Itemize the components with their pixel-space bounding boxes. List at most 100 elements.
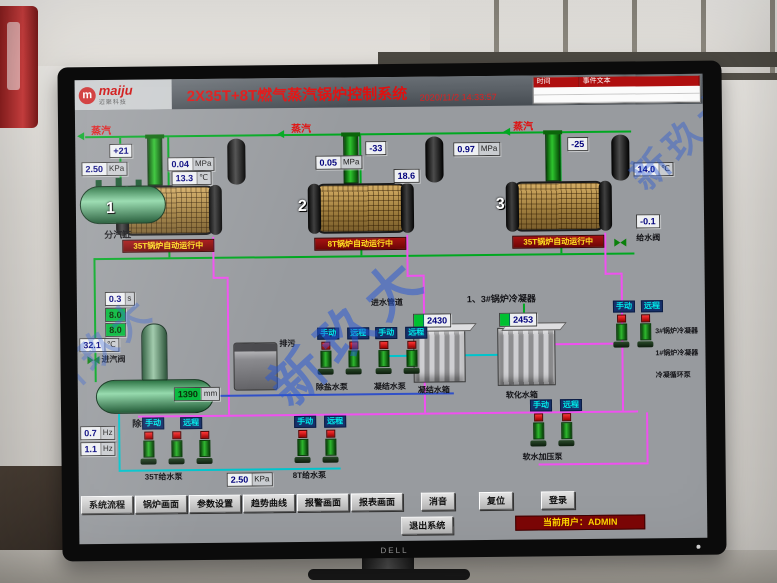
btn-report-screen[interactable]: 报表画面	[350, 492, 404, 512]
pump-icon[interactable]	[168, 431, 185, 467]
valve-icon[interactable]	[87, 356, 100, 365]
manual-button[interactable]: 手动	[529, 399, 553, 412]
flow-arrow-icon	[77, 132, 85, 141]
gauge-deaerator-press-b: 8.0	[105, 322, 126, 338]
gauge-value: 0.97	[454, 143, 478, 156]
monitor-stand-base	[308, 569, 470, 580]
remote-button[interactable]: 远程	[180, 416, 203, 430]
boiler3-stack	[545, 133, 561, 182]
manual-button[interactable]: 手动	[375, 326, 398, 340]
steam-cylinder-tank[interactable]	[79, 185, 167, 225]
btn-mute[interactable]: 消音	[420, 492, 456, 511]
pipe	[555, 342, 614, 346]
heat-exchanger	[233, 342, 278, 391]
pump-body	[347, 350, 360, 368]
remote-button[interactable]: 远程	[324, 415, 347, 428]
pump35-label: 35T给水泵	[144, 472, 183, 482]
gauge-soft-tank-level: 2453	[499, 312, 538, 327]
gauge-b3-temp: 14.0℃	[633, 162, 674, 177]
condenser-13-label: 1、3#锅炉冷凝器	[466, 293, 536, 305]
pump-icon[interactable]	[322, 429, 339, 466]
inlet-pipe-label: 进水管道	[370, 297, 403, 308]
pump-motor	[143, 431, 153, 440]
alarm-col-event: 事件文本	[579, 75, 700, 88]
pump-motor	[640, 314, 650, 323]
pump-icon[interactable]	[294, 429, 311, 466]
pipe	[604, 232, 607, 275]
brand-logo: m maiju 迈聚科技	[74, 79, 172, 111]
soft-tank[interactable]	[497, 327, 556, 386]
level-indicator	[414, 314, 425, 327]
pump-body	[615, 323, 627, 341]
pump-body	[198, 439, 211, 458]
pipe	[538, 462, 649, 466]
btn-login[interactable]: 登录	[540, 491, 576, 510]
gauge-value: +21	[110, 144, 132, 157]
btn-trend-curve[interactable]: 趋势曲线	[242, 494, 296, 513]
pump-body	[532, 422, 544, 440]
pump-body	[142, 440, 155, 458]
gauge-deaerator-temp: 32.1℃	[79, 337, 119, 353]
level-indicator	[500, 313, 511, 326]
pump-icon[interactable]	[530, 413, 547, 449]
monitor: m maiju 迈聚科技 2X35T+8T燃气蒸汽锅炉控制系统 2020/11/…	[57, 60, 727, 562]
pump-icon[interactable]	[375, 341, 392, 377]
pump-icon[interactable]	[317, 341, 334, 378]
gauge-b1-temp: 13.3℃	[171, 170, 212, 186]
pump-body	[405, 349, 418, 367]
pump-base	[294, 456, 311, 464]
monitor-brand-logo: DELL	[380, 545, 409, 556]
btn-alarm-screen[interactable]: 报警画面	[296, 493, 350, 513]
remote-button[interactable]: 远程	[347, 327, 370, 340]
remote-button[interactable]: 远程	[640, 300, 664, 313]
manual-button[interactable]: 手动	[294, 415, 317, 429]
btn-system-flow[interactable]: 系统流程	[80, 495, 134, 515]
pump-body	[170, 440, 183, 458]
boiler2-vessel[interactable]	[315, 182, 407, 234]
gauge-unit: ℃	[103, 338, 118, 352]
pump-motor	[325, 429, 335, 438]
pipe	[465, 353, 498, 357]
btn-boiler-screen[interactable]: 锅炉画面	[134, 495, 188, 514]
gauge-value: 0.3	[105, 292, 125, 305]
pump-icon[interactable]	[345, 341, 362, 377]
alarm-table-header: 时间 事件文本	[533, 75, 700, 88]
btn-parameter-settings[interactable]: 参数设置	[188, 494, 242, 514]
btn-exit-system[interactable]: 退出系统	[401, 516, 454, 535]
datetime: 2020/11/2 14:33:57	[419, 91, 497, 103]
pump-motor	[171, 431, 181, 440]
page-title: 2X35T+8T燃气蒸汽锅炉控制系统	[186, 85, 408, 106]
steam-valve-label: 进汽阀	[101, 354, 126, 365]
cond-pump-label: 凝结水泵	[373, 381, 406, 392]
boiler3-vessel[interactable]	[513, 180, 605, 232]
pump-base	[317, 368, 334, 375]
pump-icon[interactable]	[403, 340, 420, 377]
pump-icon[interactable]	[637, 314, 654, 350]
valve-icon[interactable]	[614, 238, 627, 247]
blowdown-label: 排污	[279, 339, 296, 349]
gauge-value: 2430	[424, 314, 451, 327]
remote-button[interactable]: 远程	[405, 326, 428, 339]
manual-button[interactable]: 手动	[612, 300, 636, 313]
manual-button[interactable]: 手动	[317, 327, 340, 340]
pump8-label: 8T给水泵	[292, 470, 327, 481]
pump-icon[interactable]	[140, 431, 157, 467]
pump-body	[560, 422, 572, 440]
gauge-value: -25	[568, 137, 588, 151]
btn-reset[interactable]: 复位	[478, 491, 514, 511]
remote-button[interactable]: 远程	[559, 399, 583, 412]
pump-icon[interactable]	[613, 314, 630, 351]
pump-icon[interactable]	[196, 430, 213, 467]
gauge-b3-draft: -25	[567, 136, 589, 152]
steam-label: 蒸汽	[91, 125, 112, 138]
gauge-unit: mm	[200, 387, 220, 401]
pump-icon[interactable]	[558, 413, 575, 449]
gauge-b2-temp: 18.6	[393, 168, 420, 183]
manual-button[interactable]: 手动	[142, 417, 165, 430]
